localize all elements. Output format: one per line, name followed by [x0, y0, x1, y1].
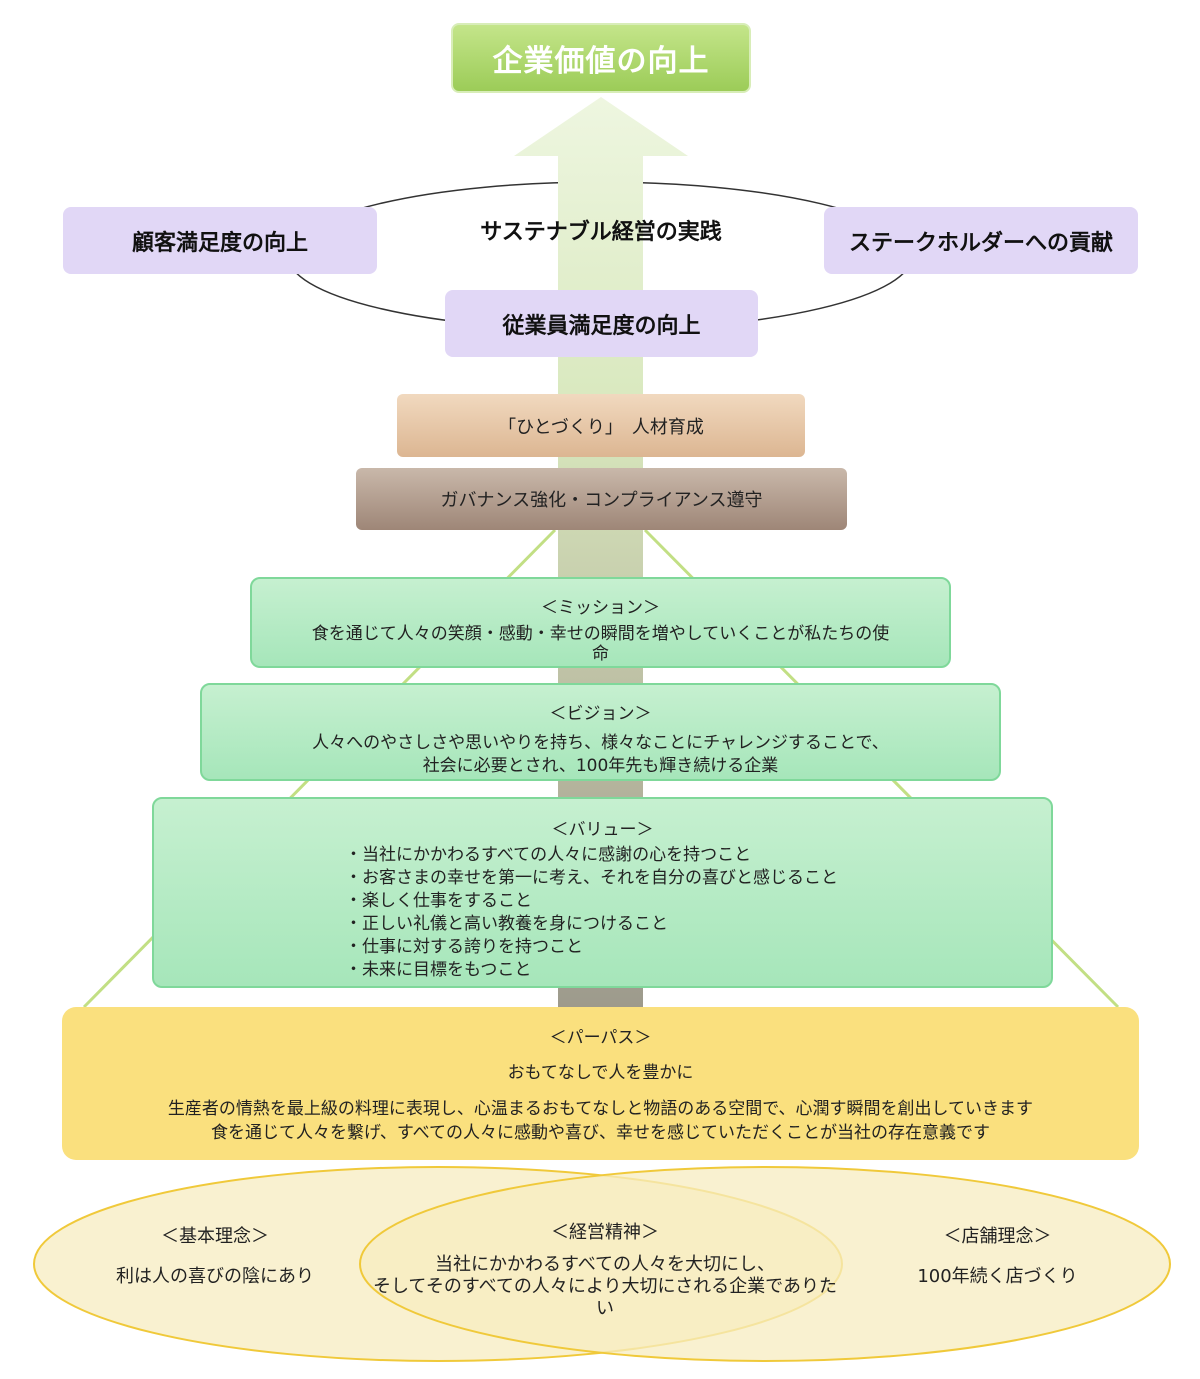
values-item: ・仕事に対する誇りを持つこと: [345, 937, 583, 957]
management-spirit: ＜経営精神＞ 当社にかかわるすべての人々を大切にし、 そしてそのすべての人々によ…: [350, 1218, 860, 1320]
stakeholder-box: ステークホルダーへの貢献: [824, 207, 1138, 274]
sustainability-title: サステナブル経営の実践: [480, 220, 722, 245]
stakeholder-text: ステークホルダーへの貢献: [848, 230, 1113, 256]
purpose-heading: ＜パーパス＞: [549, 1028, 652, 1048]
goal-text: 企業価値の向上: [492, 44, 710, 79]
oval-store: [359, 1166, 1171, 1362]
purpose-text-line2: 食を通じて人々を繋げ、すべての人々に感動や喜び、幸せを感じていただくことが当社の…: [211, 1123, 990, 1143]
governance-box: ガバナンス強化・コンプライアンス遵守: [356, 468, 847, 530]
purpose-box: ＜パーパス＞ おもてなしで人を豊かに 生産者の情熱を最上級の料理に表現し、心温ま…: [62, 1007, 1139, 1160]
store-philosophy: ＜店舗理念＞ 100年続く店づくり: [850, 1222, 1145, 1288]
management-spirit-line1: 当社にかかわるすべての人々を大切にし、: [434, 1254, 776, 1275]
employee-satisfaction-box: 従業員満足度の向上: [445, 290, 758, 357]
store-philosophy-heading: ＜店舗理念＞: [943, 1226, 1052, 1247]
employee-satisfaction-text: 従業員満足度の向上: [502, 313, 701, 339]
goal-banner: 企業価値の向上: [451, 23, 751, 93]
growth-arrow: [514, 97, 688, 1010]
management-spirit-heading: ＜経営精神＞: [551, 1222, 659, 1243]
management-spirit-line2: そしてそのすべての人々により大切にされる企業でありた: [372, 1276, 838, 1297]
mission-heading: ＜ミッション＞: [541, 598, 660, 618]
values-list: ・当社にかかわるすべての人々に感謝の心を持つこと ・お客さまの幸せを第一に考え、…: [345, 844, 838, 982]
management-spirit-line3: い: [596, 1298, 614, 1319]
mission-box: ＜ミッション＞ 食を通じて人々の笑顔・感動・幸せの瞬間を増やしていくことが私たち…: [250, 577, 951, 668]
customer-satisfaction-text: 顧客満足度の向上: [131, 230, 308, 256]
purpose-tagline: おもてなしで人を豊かに: [507, 1063, 694, 1083]
vision-text-line2: 社会に必要とされ、100年先も輝き続ける企業: [422, 756, 779, 776]
mission-text-line1: 食を通じて人々の笑顔・感動・幸せの瞬間を増やしていくことが私たちの使: [311, 624, 890, 644]
mission-text-line2: 命: [592, 644, 609, 664]
store-philosophy-text: 100年続く店づくり: [917, 1266, 1078, 1287]
vision-heading: ＜ビジョン＞: [549, 704, 652, 724]
values-item: ・未来に目標をもつこと: [345, 960, 532, 980]
values-box: ＜バリュー＞ ・当社にかかわるすべての人々に感謝の心を持つこと ・お客さまの幸せ…: [152, 797, 1053, 988]
talent-development-box: 「ひとづくり」 人材育成: [397, 394, 805, 457]
talent-development-text: 「ひとづくり」 人材育成: [498, 416, 704, 438]
basic-philosophy-heading: ＜基本理念＞: [161, 1226, 269, 1247]
values-item: ・正しい礼儀と高い教養を身につけること: [345, 914, 668, 934]
values-item: ・当社にかかわるすべての人々に感謝の心を持つこと: [345, 845, 752, 865]
vision-box: ＜ビジョン＞ 人々へのやさしさや思いやりを持ち、様々なことにチャレンジすることで…: [200, 683, 1001, 781]
values-heading: ＜バリュー＞: [551, 820, 654, 840]
governance-text: ガバナンス強化・コンプライアンス遵守: [440, 490, 763, 511]
purpose-text-line1: 生産者の情熱を最上級の料理に表現し、心温まるおもてなしと物語のある空間で、心潤す…: [167, 1099, 1034, 1119]
customer-satisfaction-box: 顧客満足度の向上: [63, 207, 377, 274]
basic-philosophy: ＜基本理念＞ 利は人の喜びの陰にあり: [70, 1222, 360, 1288]
basic-philosophy-text: 利は人の喜びの陰にあり: [116, 1266, 314, 1287]
vision-text-line1: 人々へのやさしさや思いやりを持ち、様々なことにチャレンジすることで、: [312, 733, 889, 753]
values-item: ・楽しく仕事をすること: [345, 891, 532, 911]
values-item: ・お客さまの幸せを第一に考え、それを自分の喜びと感じること: [345, 868, 838, 888]
